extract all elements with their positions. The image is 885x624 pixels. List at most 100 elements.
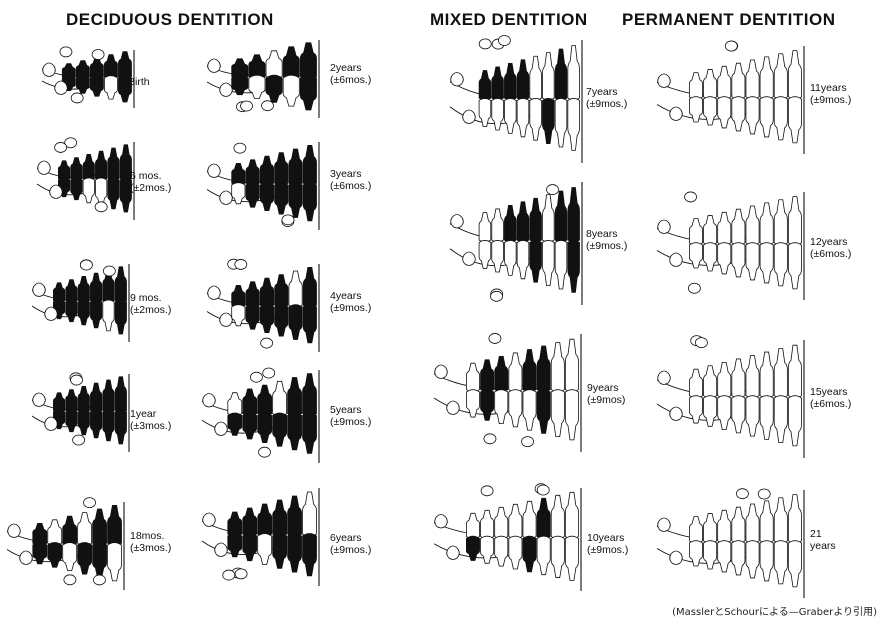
- molar-outline: [463, 252, 476, 266]
- lower-tooth: [704, 541, 717, 569]
- tooth-bud: [736, 489, 748, 499]
- upper-tooth: [481, 510, 494, 538]
- upper-tooth: [704, 366, 717, 398]
- tooth-bud: [223, 570, 235, 580]
- upper-tooth: [732, 63, 745, 99]
- upper-tooth: [58, 161, 69, 181]
- lower-tooth: [71, 178, 82, 200]
- upper-tooth: [78, 513, 92, 546]
- molar-outline: [20, 551, 33, 565]
- lower-tooth: [288, 413, 302, 450]
- upper-tooth: [517, 60, 529, 100]
- upper-tooth: [78, 386, 89, 412]
- lower-tooth: [303, 183, 316, 221]
- lower-tooth: [78, 543, 92, 575]
- age-label: 2years(±6mos.): [330, 62, 371, 86]
- lower-tooth: [788, 541, 801, 587]
- age-label-line2: (±6mos.): [330, 74, 371, 86]
- age-label: 6 mos.(±2mos.): [130, 170, 171, 194]
- lower-tooth: [746, 396, 759, 436]
- upper-tooth: [517, 202, 529, 242]
- upper-tooth: [78, 276, 89, 302]
- upper-tooth: [258, 385, 272, 416]
- molar-outline: [208, 59, 221, 73]
- lower-tooth: [479, 98, 491, 126]
- upper-tooth: [689, 517, 702, 543]
- lower-tooth: [504, 240, 516, 275]
- upper-tooth: [718, 510, 731, 543]
- upper-tooth: [788, 495, 801, 543]
- lower-tooth: [774, 541, 787, 584]
- upper-tooth: [303, 492, 317, 536]
- lower-tooth: [90, 76, 103, 97]
- upper-tooth: [108, 505, 122, 545]
- upper-tooth: [523, 349, 536, 391]
- lower-tooth: [746, 541, 759, 578]
- tooth-bud: [688, 283, 700, 293]
- tooth-bud: [547, 185, 559, 195]
- molar-outline: [658, 74, 671, 88]
- lower-tooth: [542, 240, 554, 285]
- upper-tooth: [53, 393, 64, 413]
- heading-deciduous-dentition: DECIDUOUS DENTITION: [66, 10, 274, 30]
- tooth-bud: [261, 338, 273, 348]
- upper-tooth: [260, 278, 273, 307]
- upper-tooth: [93, 509, 107, 546]
- tooth-bud: [95, 202, 107, 212]
- upper-tooth: [565, 339, 578, 392]
- molar-outline: [215, 422, 228, 436]
- upper-tooth: [232, 163, 245, 185]
- age-label-line2: (±9mos.): [586, 240, 627, 252]
- lower-tooth: [108, 543, 122, 581]
- molar-outline: [8, 524, 21, 538]
- upper-tooth: [689, 219, 702, 245]
- tooth-bud: [235, 259, 247, 269]
- molar-outline: [220, 313, 233, 327]
- upper-tooth: [760, 501, 773, 543]
- molar-outline: [670, 253, 683, 267]
- lower-tooth: [523, 536, 536, 572]
- lower-tooth: [303, 413, 317, 453]
- tooth-bud: [92, 49, 104, 59]
- age-label: 3years(±6mos.): [330, 168, 371, 192]
- molar-outline: [45, 417, 58, 431]
- age-label-line2: years: [810, 540, 836, 552]
- age-label-line1: Birth: [128, 76, 150, 88]
- tooth-bud: [55, 142, 67, 152]
- upper-tooth: [90, 383, 101, 412]
- lower-tooth: [115, 410, 126, 444]
- molar-outline: [55, 81, 68, 95]
- molar-outline: [658, 220, 671, 234]
- molar-outline: [451, 215, 464, 229]
- age-label-line2: (±9mos.): [330, 302, 371, 314]
- tooth-bud: [484, 434, 496, 444]
- age-label: 12years(±6mos.): [810, 236, 851, 260]
- upper-tooth: [718, 362, 731, 398]
- upper-tooth: [228, 512, 242, 536]
- tooth-bud: [685, 192, 697, 202]
- upper-tooth: [495, 507, 508, 538]
- molar-outline: [38, 161, 51, 175]
- age-label-line1: 5years: [330, 404, 371, 416]
- upper-tooth: [53, 283, 64, 303]
- lower-tooth: [289, 183, 302, 218]
- age-label-line1: 6years: [330, 532, 371, 544]
- age-label-line2: (±2mos.): [130, 304, 171, 316]
- upper-tooth: [243, 389, 257, 416]
- jaw-illustration: [448, 180, 588, 315]
- upper-tooth: [746, 206, 759, 245]
- tooth-bud: [522, 437, 534, 447]
- upper-tooth: [542, 195, 554, 242]
- lower-tooth: [83, 178, 94, 203]
- molar-outline: [33, 283, 46, 297]
- jaw-illustration: [448, 38, 588, 173]
- lower-tooth: [774, 243, 787, 286]
- upper-tooth: [108, 148, 119, 180]
- tooth-bud: [84, 498, 96, 508]
- age-label-line1: 12years: [810, 236, 851, 248]
- jaw-illustration: [655, 190, 810, 310]
- upper-tooth: [273, 500, 287, 536]
- upper-tooth: [788, 345, 801, 398]
- jaw-illustration: [30, 372, 135, 462]
- lower-tooth: [103, 410, 114, 441]
